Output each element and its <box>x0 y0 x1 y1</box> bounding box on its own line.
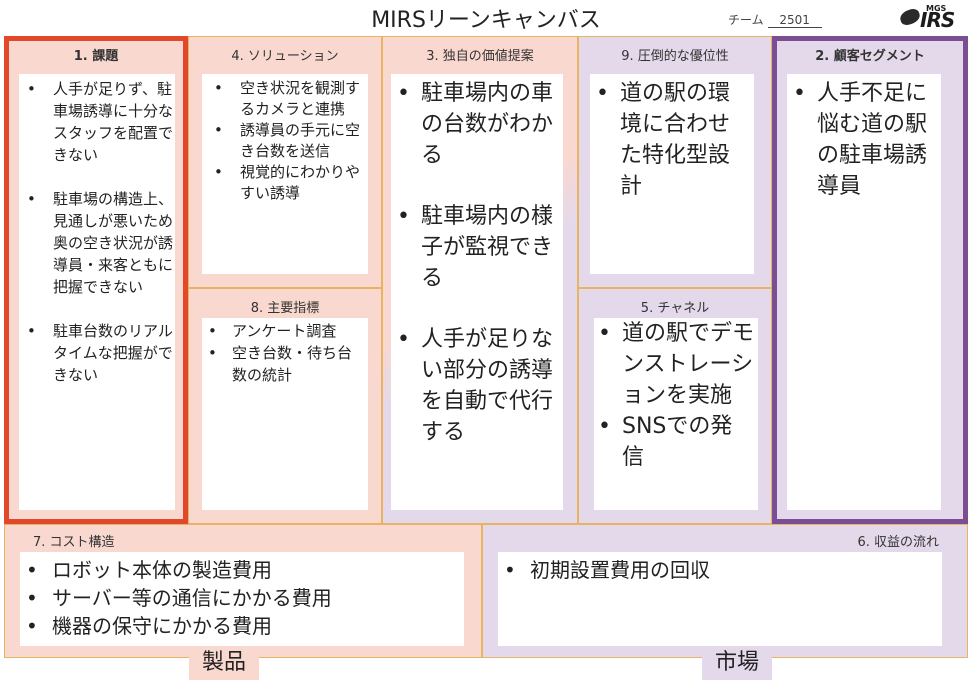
list-item: 道の駅の環境に合わせた特化型設計 <box>596 78 750 202</box>
revenue-note[interactable]: 初期設置費用の回収 <box>498 552 942 646</box>
list-item: 駐車場の構造上、見通しが悪いため奥の空き状況が誘導員・来客ともに把握できない <box>27 188 173 298</box>
logo-text: IRS <box>920 8 955 32</box>
segment-label: 2. 顧客セグメント <box>815 49 925 64</box>
list-item: 機器の保守にかかる費用 <box>26 612 460 640</box>
problem-note[interactable]: 人手が足りず、駐車場誘導に十分なスタッフを配置できない 駐車場の構造上、見通しが… <box>19 74 175 510</box>
key-metrics-note[interactable]: アンケート調査 空き台数・待ち台数の統計 <box>202 318 368 510</box>
problem-highlight-frame <box>4 36 188 524</box>
list-item: 空き状況を観測するカメラと連携 <box>206 78 364 120</box>
list-item: 誘導員の手元に空き台数を送信 <box>206 120 364 162</box>
problem-label: 1. 課題 <box>73 49 119 64</box>
cost-label: 7. コスト構造 <box>33 535 115 550</box>
list-item: 駐車場内の車の台数がわかる <box>397 78 559 171</box>
list-item: SNSでの発信 <box>598 411 754 473</box>
list-item: 人手不足に悩む道の駅の駐車場誘導員 <box>793 78 937 202</box>
solution-label: 4. ソリューション <box>231 49 339 64</box>
list-item: 人手が足りない部分の誘導を自動で代行する <box>397 324 559 448</box>
value-label: 3. 独自の価値提案 <box>426 49 534 64</box>
channels-label: 5. チャネル <box>640 301 710 316</box>
list-item: 初期設置費用の回収 <box>504 556 938 584</box>
team-number-value: 2501 <box>767 13 822 28</box>
list-item: 視覚的にわかりやすい誘導 <box>206 162 364 204</box>
list-item: 空き台数・待ち台数の統計 <box>208 342 364 386</box>
logo-sup: MGS <box>926 4 947 13</box>
list-item: 駐車場内の様子が監視できる <box>397 201 559 294</box>
value-note[interactable]: 駐車場内の車の台数がわかる 駐車場内の様子が監視できる 人手が足りない部分の誘導… <box>391 74 563 510</box>
list-item: ロボット本体の製造費用 <box>26 556 460 584</box>
segment-highlight-frame <box>772 36 968 524</box>
advantage-label: 9. 圧倒的な優位性 <box>621 49 729 64</box>
team-label: チーム <box>728 13 764 27</box>
revenue-label: 6. 収益の流れ <box>857 535 939 550</box>
list-item: アンケート調査 <box>208 320 364 342</box>
list-item: 人手が足りず、駐車場誘導に十分なスタッフを配置できない <box>27 78 173 166</box>
advantage-note[interactable]: 道の駅の環境に合わせた特化型設計 <box>590 74 754 274</box>
list-item: 道の駅でデモンストレーションを実施 <box>598 318 754 411</box>
product-tag: 製品 <box>189 646 259 680</box>
market-tag: 市場 <box>702 646 772 680</box>
list-item: 駐車台数のリアルタイムな把握ができない <box>27 320 173 386</box>
solution-note[interactable]: 空き状況を観測するカメラと連携 誘導員の手元に空き台数を送信 視覚的にわかりやす… <box>202 74 368 274</box>
channels-note[interactable]: 道の駅でデモンストレーションを実施 SNSでの発信 <box>594 318 758 510</box>
list-item: サーバー等の通信にかかる費用 <box>26 584 460 612</box>
page-title: MIRSリーンキャンバス <box>371 8 601 33</box>
mirs-logo: MGS IRS <box>898 2 958 32</box>
logo-mark-icon <box>898 7 922 27</box>
cost-note[interactable]: ロボット本体の製造費用 サーバー等の通信にかかる費用 機器の保守にかかる費用 <box>20 552 464 646</box>
segment-note[interactable]: 人手不足に悩む道の駅の駐車場誘導員 <box>787 74 941 510</box>
key-metrics-label: 8. 主要指標 <box>250 301 320 316</box>
